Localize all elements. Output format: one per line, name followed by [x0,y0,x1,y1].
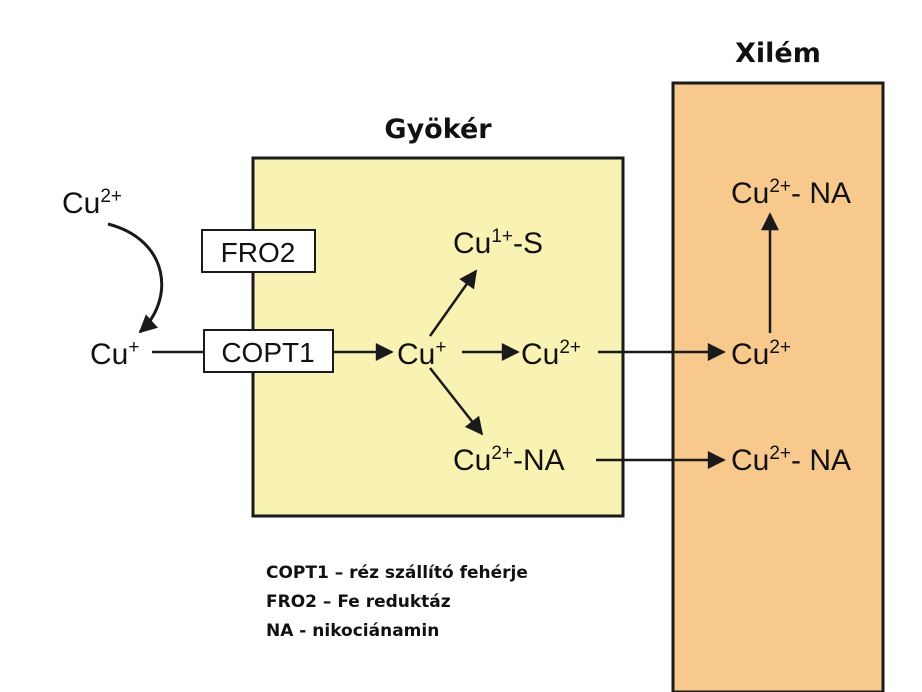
cu1-to-cu2na-arrow [429,367,484,436]
fro2-box: FRO2 [201,229,316,273]
cu2na-root: Cu2+-NA [453,443,565,477]
cu1-outside: Cu+ [90,337,139,371]
reduction-arrow [107,222,164,334]
fro2-label: FRO2 [221,237,296,268]
cu1-root: Cu+ [397,337,446,371]
root-title: Gyökér [384,114,492,145]
cu1s-root: Cu1+-S [453,226,543,260]
xylem-compartment [671,81,885,692]
copt1-box: COPT1 [203,329,334,373]
cu2-xylem: Cu2+ [731,337,791,371]
cu2na-xylem-bottom: Cu2+- NA [731,443,851,477]
copt1-label: COPT1 [221,337,314,368]
cu1-to-cu1s-arrow [428,269,478,337]
xylem-title: Xilém [735,38,821,69]
cu2na-xylem-top: Cu2+- NA [731,176,851,210]
legend: COPT1 – réz szállító fehérje FRO2 – Fe r… [266,559,528,646]
legend-item-fro2: FRO2 – Fe reduktáz [266,592,451,612]
cu2-root: Cu2+ [521,337,581,371]
cu2-outside: Cu2+ [62,186,122,220]
legend-item-copt1: COPT1 – réz szállító fehérje [266,563,528,583]
legend-item-na: NA - nikociánamin [266,621,440,641]
